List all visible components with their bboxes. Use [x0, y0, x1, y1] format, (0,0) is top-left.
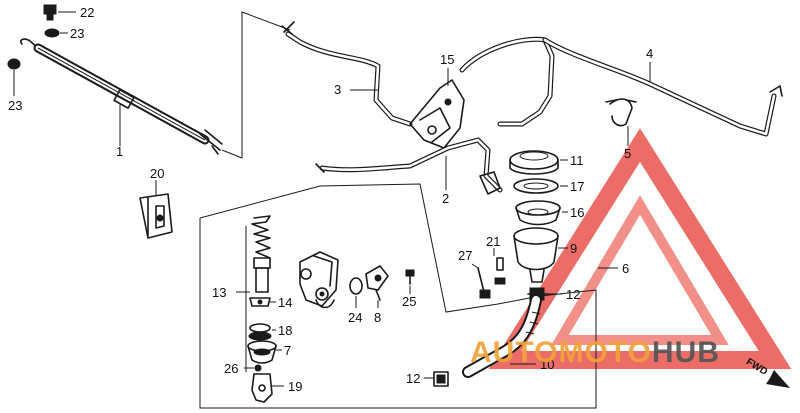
callout-10: 10: [540, 357, 554, 372]
callout-14: 14: [278, 295, 292, 310]
washer-23b: [7, 58, 21, 70]
pipe-3: [281, 21, 413, 127]
boot-7: [247, 340, 277, 364]
bolt-22: [43, 4, 57, 21]
clutch-hose-1: [19, 38, 223, 155]
washer-23a: [44, 28, 60, 38]
seal-14: [249, 297, 271, 307]
rod-end-19: [251, 373, 273, 403]
callout-5: 5: [624, 146, 631, 161]
callout-21: 21: [486, 234, 500, 249]
callout-18: 18: [278, 323, 292, 338]
diaphragm-16: [515, 200, 561, 226]
callout-4: 4: [646, 46, 653, 61]
callout-27: 27: [458, 248, 472, 263]
watermark-triangle: [488, 128, 792, 369]
callout-25: 25: [402, 294, 416, 309]
pipe-4: [459, 36, 783, 137]
forward-arrow-icon: [742, 360, 790, 388]
bolt-27: [477, 267, 491, 299]
piston-spring-13: [251, 215, 271, 293]
callout-26: 26: [224, 361, 238, 376]
bolt-21: [494, 257, 506, 285]
assembly-box: [199, 183, 597, 409]
joint-15: [409, 79, 465, 149]
callout-2: 2: [442, 191, 449, 206]
callout-20: 20: [150, 166, 164, 181]
cup-18: [248, 323, 272, 341]
callout-11: 11: [570, 153, 584, 168]
callout-23b: 23: [8, 98, 22, 113]
callout-9: 9: [570, 241, 577, 256]
callout-17: 17: [570, 179, 584, 194]
screw-25: [405, 269, 415, 285]
callout-22: 22: [80, 5, 94, 20]
watermark-hub: HUB: [652, 336, 720, 369]
watermark-text: AUTOMOTOHUB: [470, 336, 720, 369]
reservoir-9: [513, 227, 559, 283]
watermark-auto: AUTO: [470, 336, 558, 369]
hose-10: [462, 294, 542, 378]
callout-13: 13: [212, 285, 226, 300]
pipe-2: [315, 137, 503, 195]
callout-24: 24: [348, 310, 362, 325]
callout-6: 6: [622, 261, 629, 276]
callout-23a: 23: [70, 26, 84, 41]
watermark-moto: MOTO: [558, 336, 651, 369]
joint-8: [365, 265, 389, 301]
pin-26: [254, 364, 262, 372]
master-cylinder-body: [299, 251, 339, 309]
callout-7: 7: [284, 343, 291, 358]
callout-12a: 12: [566, 287, 580, 302]
reservoir-cap-11: [509, 150, 559, 175]
clip-12b: [433, 371, 449, 387]
clamp-5: [605, 98, 637, 127]
callout-8: 8: [374, 310, 381, 325]
svg-text:AUTOMOTOHUB: AUTOMOTOHUB: [470, 336, 720, 369]
callout-16: 16: [570, 205, 584, 220]
callout-3: 3: [334, 82, 341, 97]
o-ring-24: [349, 277, 363, 295]
callout-1: 1: [116, 144, 123, 159]
callout-15: 15: [440, 52, 454, 67]
callout-12b: 12: [406, 371, 420, 386]
bracket-20: [139, 193, 173, 239]
callout-19: 19: [288, 379, 302, 394]
plate-17: [513, 178, 559, 194]
